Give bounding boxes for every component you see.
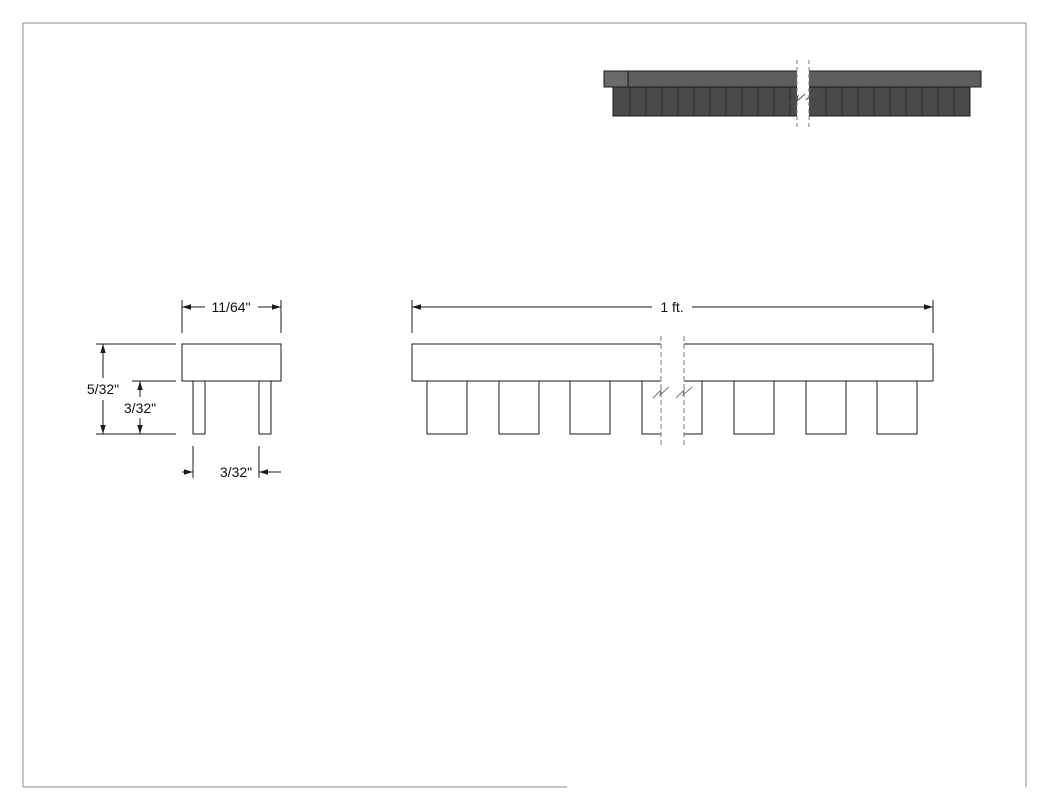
front-view: [411, 300, 934, 435]
dimension-top-width: 11/64": [182, 299, 281, 315]
dimension-label-top-width: 11/64": [212, 299, 251, 315]
side-view: [96, 300, 282, 478]
rendered-view: [603, 60, 982, 130]
dimension-total-length: 1 ft.: [412, 299, 933, 315]
dimension-leg-height: 3/32": [124, 381, 156, 434]
sheet-border: [22, 22, 1027, 788]
dimension-label-total-length: 1 ft.: [660, 299, 683, 315]
dimension-leg-width: 3/32": [182, 464, 281, 480]
dimension-overall-height: 5/32": [87, 344, 119, 434]
dimension-label-leg-height: 3/32": [124, 400, 156, 416]
break-lines: [652, 336, 693, 445]
dimension-label-leg-width: 3/32": [220, 464, 252, 480]
dimension-label-overall-height: 5/32": [87, 381, 119, 397]
